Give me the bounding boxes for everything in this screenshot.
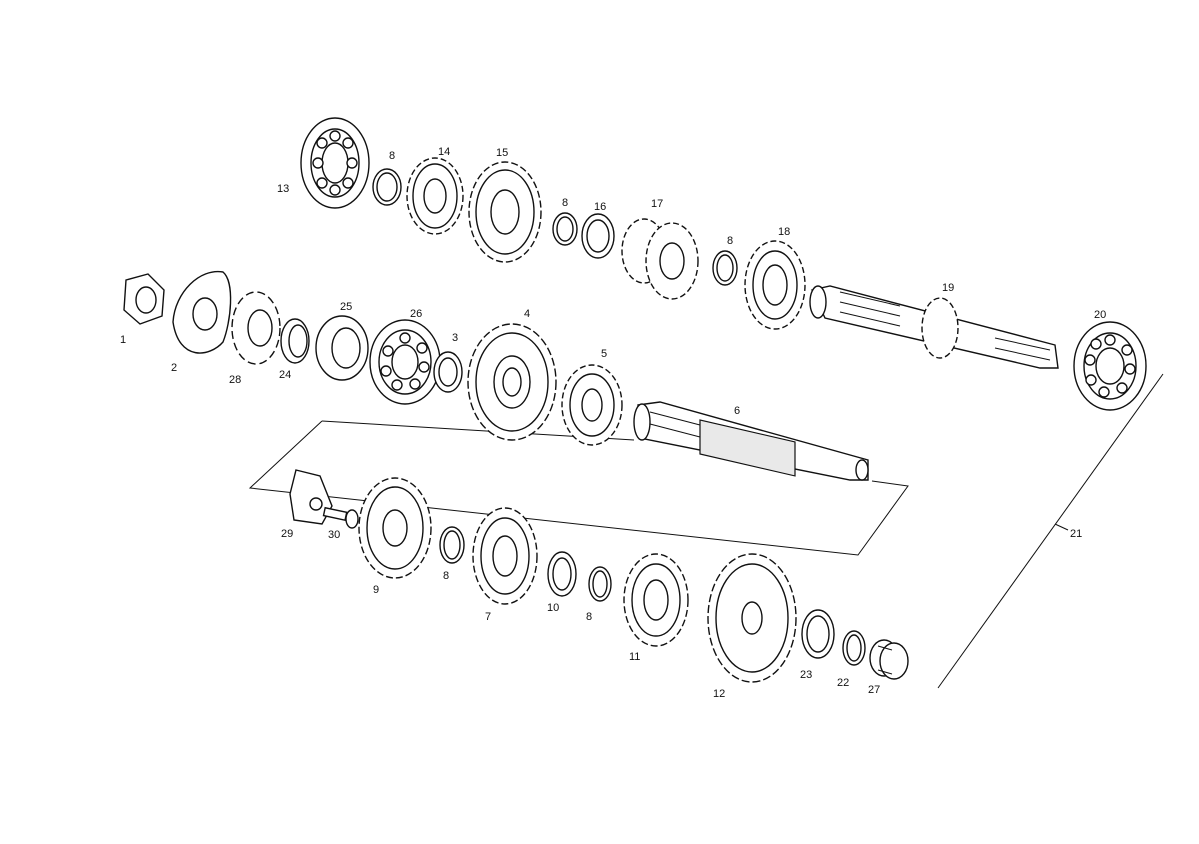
shaft-19 — [809, 285, 1059, 369]
label-18: 18 — [778, 226, 790, 238]
gear-14 — [406, 157, 464, 235]
label-24: 24 — [279, 369, 291, 381]
screw-30 — [322, 506, 359, 529]
circlip-8-top2 — [552, 212, 578, 246]
circlip-8-top1 — [372, 168, 402, 206]
label-19: 19 — [942, 282, 954, 294]
spacer-24 — [280, 318, 310, 364]
label-17: 17 — [651, 198, 663, 210]
label-8a: 8 — [389, 150, 395, 162]
gear-5 — [561, 364, 623, 446]
sprocket-28 — [231, 291, 281, 365]
circlip-8-bottom2 — [588, 566, 612, 602]
bearing-13 — [300, 117, 370, 209]
label-8e: 8 — [586, 611, 592, 623]
washer-23 — [801, 609, 835, 659]
bearing-20 — [1073, 321, 1147, 411]
leader-line-21 — [937, 373, 1164, 689]
label-25: 25 — [340, 301, 352, 313]
bearing-26 — [369, 319, 441, 405]
circlip-22 — [842, 630, 866, 666]
label-5: 5 — [601, 348, 607, 360]
label-8c: 8 — [727, 235, 733, 247]
part-labels: 1 2 28 24 25 26 3 4 5 6 13 8 14 15 8 16 … — [120, 146, 1106, 700]
label-15: 15 — [496, 147, 508, 159]
label-13: 13 — [277, 183, 289, 195]
label-2: 2 — [171, 362, 177, 374]
nut-1 — [123, 273, 165, 325]
label-11: 11 — [629, 651, 640, 663]
shaft-6 — [633, 401, 869, 481]
label-23: 23 — [800, 669, 812, 681]
label-8d: 8 — [443, 570, 449, 582]
washer-3 — [433, 351, 463, 393]
label-9: 9 — [373, 584, 379, 596]
gear-17 — [621, 218, 699, 300]
seal-25 — [315, 315, 369, 381]
gear-9 — [358, 477, 432, 579]
label-4: 4 — [524, 308, 530, 320]
gear-18 — [744, 240, 806, 330]
gear-4 — [467, 323, 557, 441]
group-frame — [248, 420, 909, 556]
label-26: 26 — [410, 308, 422, 320]
label-12: 12 — [713, 688, 725, 700]
washer-10 — [547, 551, 577, 597]
label-6: 6 — [734, 405, 740, 417]
label-7: 7 — [485, 611, 491, 623]
circlip-8-bottom1 — [439, 526, 465, 564]
label-22: 22 — [837, 677, 849, 689]
washer-16 — [581, 213, 615, 259]
label-16: 16 — [594, 201, 606, 213]
label-14: 14 — [438, 146, 450, 158]
label-10: 10 — [547, 602, 559, 614]
needle-bearing-27 — [869, 639, 909, 680]
gear-15 — [468, 161, 542, 263]
cam-29 — [289, 469, 333, 525]
label-1: 1 — [120, 334, 126, 346]
label-3: 3 — [452, 332, 458, 344]
label-20: 20 — [1094, 309, 1106, 321]
circlip-8-top3 — [712, 250, 738, 286]
label-21: 21 — [1070, 528, 1082, 540]
label-30: 30 — [328, 529, 340, 541]
label-29: 29 — [281, 528, 293, 540]
lock-plate-2 — [172, 270, 232, 354]
label-8b: 8 — [562, 197, 568, 209]
gear-12 — [707, 553, 797, 683]
gear-7 — [472, 507, 538, 605]
label-27: 27 — [868, 684, 880, 696]
gear-11 — [623, 553, 689, 647]
label-28: 28 — [229, 374, 241, 386]
